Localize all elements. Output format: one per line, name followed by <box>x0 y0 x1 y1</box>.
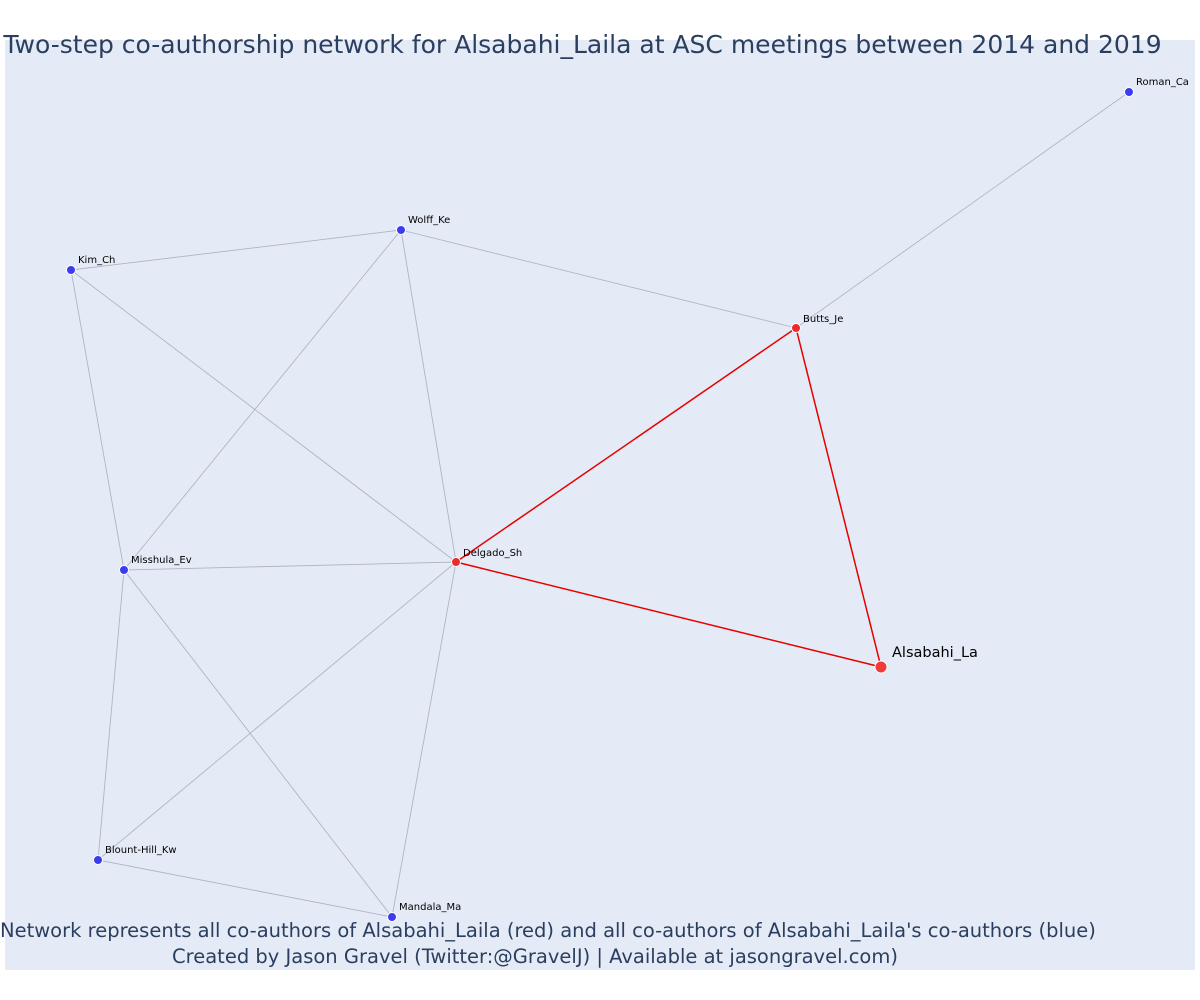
node-label-Butts_Je: Butts_Je <box>803 314 843 325</box>
node-label-Kim_Ch: Kim_Ch <box>78 255 115 266</box>
edge-Mandala_Ma-Delgado_Sh <box>391 561 457 918</box>
plot-area <box>5 40 1195 970</box>
node-label-Alsabahi_La: Alsabahi_La <box>892 645 978 661</box>
edge-Wolff_Ke-Misshula_Ev <box>123 229 402 571</box>
node-label-Wolff_Ke: Wolff_Ke <box>408 215 450 226</box>
node-label-Misshula_Ev: Misshula_Ev <box>131 555 192 566</box>
node-label-Mandala_Ma: Mandala_Ma <box>399 902 461 913</box>
node-Mandala_Ma[interactable] <box>387 912 397 922</box>
caption-line-1: Network represents all co-authors of Als… <box>0 919 1096 942</box>
node-Blount-Hill_Kw[interactable] <box>93 855 103 865</box>
edge-Misshula_Ev-Mandala_Ma <box>123 569 393 918</box>
edge-Misshula_Ev-Blount-Hill_Kw <box>97 569 125 861</box>
node-Roman_Ca[interactable] <box>1124 87 1134 97</box>
edge-Butts_Je-Roman_Ca <box>795 91 1130 329</box>
edge-Blount-Hill_Kw-Mandala_Ma <box>97 859 393 918</box>
edge-Kim_Ch-Delgado_Sh <box>70 269 457 563</box>
edge-Butts_Je-Wolff_Ke <box>400 229 797 329</box>
node-label-Roman_Ca: Roman_Ca <box>1136 77 1189 88</box>
edge-Misshula_Ev-Delgado_Sh <box>123 561 457 571</box>
edge-Wolff_Ke-Kim_Ch <box>70 229 402 271</box>
nodes-layer <box>66 87 1134 922</box>
edge-Alsabahi_La-Butts_Je <box>795 327 882 668</box>
caption-line-2: Created by Jason Gravel (Twitter:@Gravel… <box>172 945 898 968</box>
edge-Alsabahi_La-Delgado_Sh <box>455 561 882 668</box>
edge-Wolff_Ke-Delgado_Sh <box>400 229 457 563</box>
edge-Kim_Ch-Misshula_Ev <box>70 269 125 571</box>
node-Misshula_Ev[interactable] <box>119 565 129 575</box>
edges-layer <box>70 91 1130 918</box>
node-Alsabahi_La[interactable] <box>874 660 888 674</box>
edge-Blount-Hill_Kw-Delgado_Sh <box>97 561 457 861</box>
edge-Butts_Je-Delgado_Sh <box>455 327 797 563</box>
chart-title: Two-step co-authorship network for Alsab… <box>3 30 1162 59</box>
node-label-Blount-Hill_Kw: Blount-Hill_Kw <box>105 845 177 856</box>
node-label-Delgado_Sh: Delgado_Sh <box>463 548 522 559</box>
node-Wolff_Ke[interactable] <box>396 225 406 235</box>
node-Butts_Je[interactable] <box>791 323 801 333</box>
node-Kim_Ch[interactable] <box>66 265 76 275</box>
node-Delgado_Sh[interactable] <box>451 557 461 567</box>
